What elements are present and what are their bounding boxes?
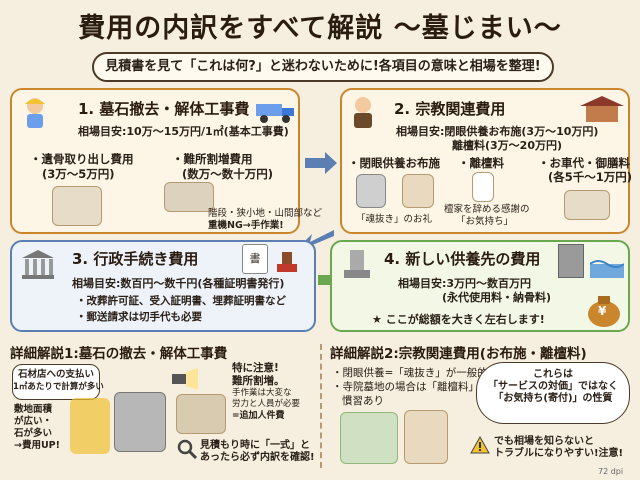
grave-illustration: [356, 174, 386, 208]
section2-price-line2: 離檀料(3万〜20万円): [452, 139, 563, 152]
dpi-label: 72 dpi: [598, 467, 624, 476]
money-bag-label: ¥: [598, 304, 607, 318]
magnifier-icon: [176, 438, 198, 460]
section1-item2-price: (数万〜数十万円): [182, 167, 274, 181]
detail2-warn-line1: でも相場を知らないと: [494, 436, 594, 447]
section3-panel: 3. 行政手続き費用 書 相場目安:数百円〜数千円(各種証明書発行) ・改葬許可…: [10, 240, 316, 332]
detail1-title: 詳細解説1:墓石の撤去・解体工事費: [10, 346, 228, 362]
section1-panel: 1. 墓石撤去・解体工事費 相場目安:10万〜15万円/1㎡(基本工事費) ・遺…: [10, 88, 322, 234]
urn-illustration: [52, 186, 102, 226]
detail2-warn-line2: トラブルになりやすい!注意!: [494, 448, 624, 459]
detail2-bubble-line3: 「お気持ち(寄付)」の性質: [493, 393, 613, 404]
detail1-area-line4: →費用UP!: [14, 440, 60, 451]
grave-icon: [340, 248, 374, 280]
monk-praying-illustration: [402, 174, 434, 208]
detail2-bubble-line1: これらは: [533, 369, 573, 380]
detail2-item2: ・寺院墓地の場合は「離檀料」の: [332, 381, 490, 393]
detail1-warn-line5: =追加人件費: [232, 411, 285, 421]
section3-price: 相場目安:数百円〜数千円(各種証明書発行): [72, 277, 285, 290]
detail2-item2b: 慣習あり: [342, 395, 384, 407]
subtitle-banner: 見積書を見て「これは何?」と迷わないために!各項目の意味と相場を整理!: [92, 52, 554, 82]
temple-icon: [578, 94, 626, 124]
detail1-warn-line2: 難所割増。: [232, 375, 285, 387]
section2-item3-label: ・お車代・御膳料: [538, 156, 630, 170]
building-icon: [558, 244, 584, 278]
detail2-item1: ・閉眼供養=「魂抜き」が一般的: [332, 367, 488, 379]
detail1-area-line3: 石が多い: [14, 428, 53, 439]
section1-item2-label: ・難所割増費用: [172, 152, 253, 166]
detail1-area-line1: 敷地面積: [14, 404, 53, 415]
detail1-warn-line4: 労力と人員が必要: [232, 399, 301, 409]
stairs-work-illustration: [176, 394, 226, 434]
section3-title: 3. 行政手続き費用: [72, 250, 199, 268]
detail1-tip-line2: あったら必ず内訳を確認!: [200, 452, 315, 463]
government-building-icon: [20, 248, 56, 280]
section2-item3-price: (各5千〜1万円): [548, 170, 633, 184]
section2-title: 2. 宗教関連費用: [394, 100, 506, 118]
gravestone-illustration: [114, 392, 166, 452]
document-icon-label: 書: [249, 252, 261, 265]
section1-item1-price: (3万〜5万円): [42, 167, 115, 181]
detail1-tip-line1: 見積もり時に「一式」と: [200, 440, 310, 451]
sea-icon: [589, 256, 625, 278]
section2-item1-label: ・閉眼供養お布施: [348, 156, 440, 170]
section2-item1-caption: 「魂抜き」のお礼: [356, 214, 433, 225]
truck-icon: [254, 98, 296, 124]
section3-item2: ・郵送請求は切手代も必要: [76, 311, 202, 323]
monk-icon: [348, 94, 378, 128]
detail1-warn-line1: 特に注意!: [232, 362, 279, 374]
detail2-warning: でも相場を知らないと トラブルになりやすい!注意!: [494, 436, 623, 460]
area-note: 敷地面積 が広い・ 石が多い →費用UP!: [14, 404, 64, 452]
detail1-bubble: 石材店への支払い 1㎡あたりで計算が多い: [12, 364, 104, 400]
detail1-warn-line3: 手作業は大変な: [232, 388, 292, 398]
flashlight-icon: [170, 368, 200, 390]
stairs-illustration: [164, 182, 214, 212]
section4-price-line2: (永代使用料・納骨料): [442, 291, 552, 304]
detail1-area-line2: が広い・: [14, 416, 53, 427]
monk-illustration: [404, 410, 448, 464]
section2-price-line1: 相場目安:閉眼供養お布施(3万〜10万円): [396, 125, 599, 138]
detail1-bubble-line1: 石材店への支払い: [17, 369, 94, 380]
detail1-tip: 見積もり時に「一式」と あったら必ず内訳を確認!: [200, 440, 315, 464]
section1-note-line2: 重機NG→手作業!: [208, 220, 284, 231]
section1-note-line1: 階段・狭小地・山間部など: [208, 208, 323, 219]
section4-price-line1: 相場目安:3万円〜数百万円: [398, 277, 532, 290]
document-icon: 書: [242, 244, 268, 274]
warning-triangle-icon: [470, 435, 490, 454]
meal-illustration: [564, 190, 610, 220]
section2-item2-caption-line2: 「お気持ち」: [456, 216, 514, 227]
stamp-icon: [274, 250, 300, 274]
page-title: 費用の内訳をすべて解説 〜墓じまい〜: [78, 13, 562, 44]
person-envelope-illustration: [340, 412, 398, 464]
section4-title: 4. 新しい供養先の費用: [384, 250, 541, 268]
section4-panel: 4. 新しい供養先の費用 相場目安:3万円〜数百万円 (永代使用料・納骨料) ★…: [330, 240, 630, 332]
arrow-right-icon: [303, 150, 339, 180]
detail1-warning: 特に注意! 難所割増。 手作業は大変な 労力と人員が必要 =追加人件費: [232, 362, 312, 422]
detail1-bubble-line2: 1㎡あたりで計算が多い: [13, 382, 104, 392]
worker-calculator-illustration: [70, 398, 110, 454]
money-bag-icon: ¥: [582, 286, 622, 328]
section2-item2-caption-line1: 檀家を辞める感謝の: [444, 204, 530, 215]
section1-price: 相場目安:10万〜15万円/1㎡(基本工事費): [78, 125, 289, 138]
detail2-bubble: これらは 「サービスの対価」ではなく 「お気持ち(寄付)」の性質: [476, 362, 630, 424]
section1-title: 1. 墓石撤去・解体工事費: [78, 100, 250, 118]
worker-icon: [20, 94, 50, 128]
detail2-title: 詳細解説2:宗教関連費用(お布施・離檀料): [330, 346, 587, 362]
section1-item1-label: ・遺骨取り出し費用: [30, 152, 134, 166]
envelope-illustration: [472, 172, 494, 202]
section4-note: ★ ここが総額を大きく左右します!: [372, 313, 545, 326]
section2-item2-label: ・離檀料: [458, 156, 504, 170]
section2-panel: 2. 宗教関連費用 相場目安:閉眼供養お布施(3万〜10万円) 離檀料(3万〜2…: [340, 88, 633, 234]
section-divider: [320, 344, 322, 468]
detail2-bubble-line2: 「サービスの対価」ではなく: [488, 381, 618, 392]
section3-item1: ・改葬許可証、受入証明書、埋葬証明書など: [76, 295, 286, 307]
